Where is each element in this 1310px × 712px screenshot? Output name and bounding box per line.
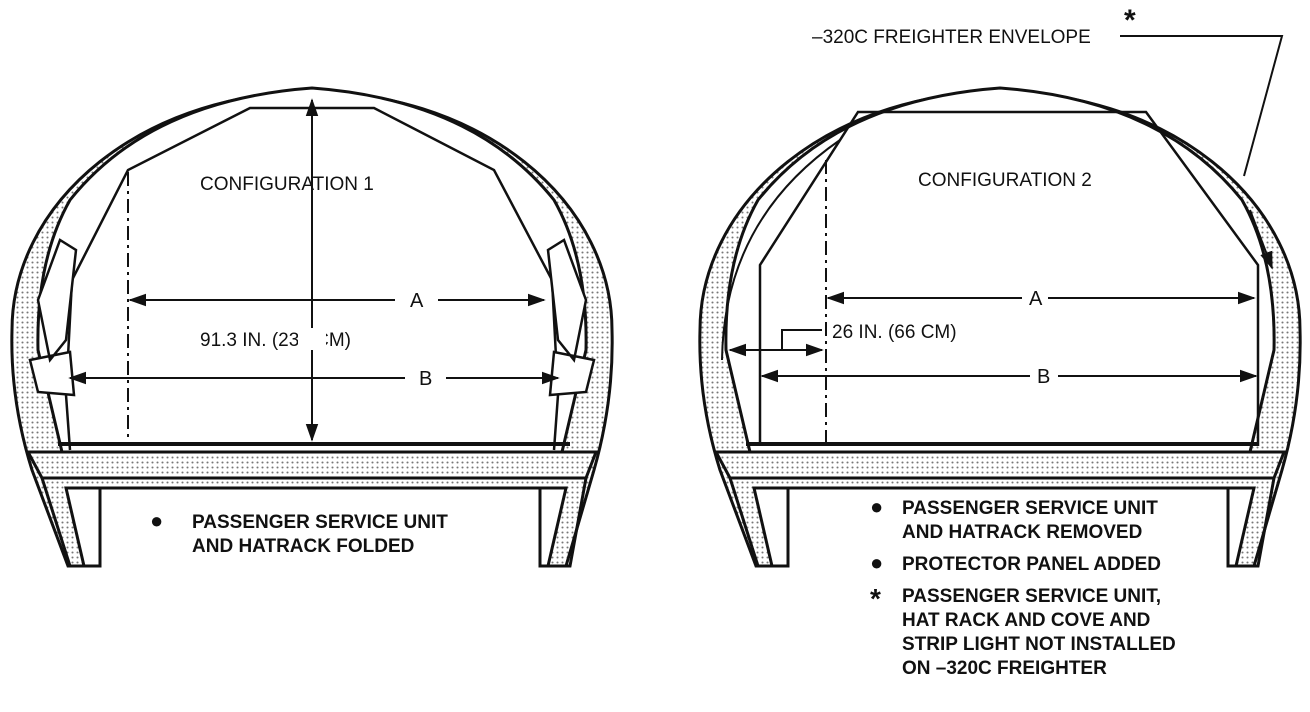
left-note-0-line-0: PASSENGER SERVICE UNIT xyxy=(192,512,448,533)
envelope-leader-arrow xyxy=(1249,209,1273,270)
envelope-asterisk: * xyxy=(1124,4,1136,37)
right-note-2-line-3: ON –320C FREIGHTER xyxy=(902,658,1107,679)
right-note-1-bullet: ● xyxy=(870,550,883,575)
dim-b-label-left: B xyxy=(419,368,432,390)
dim-a-label-left: A xyxy=(410,290,424,312)
right-note-2-line-2: STRIP LIGHT NOT INSTALLED xyxy=(902,634,1176,655)
notes-config-2: ● PASSENGER SERVICE UNIT AND HATRACK REMOV… xyxy=(870,494,1176,679)
config-1-title: CONFIGURATION 1 xyxy=(200,174,374,195)
fuselage-section-config-1 xyxy=(10,86,614,568)
protector-panel-outline xyxy=(758,110,1260,446)
right-note-0-bullet: ● xyxy=(870,494,883,519)
dimensions-config-1 xyxy=(68,98,560,442)
envelope-leader xyxy=(1120,35,1284,177)
right-note-2-line-1: HAT RACK AND COVE AND xyxy=(902,610,1150,631)
freighter-envelope-label: –320C FREIGHTER ENVELOPE xyxy=(812,27,1091,48)
hatrack-right-side xyxy=(546,238,596,397)
width-dimension-label: 26 IN. (66 CM) xyxy=(832,322,957,343)
height-label-gap xyxy=(298,328,326,350)
lower-frame-left xyxy=(40,477,588,568)
right-note-1-line-0: PROTECTOR PANEL ADDED xyxy=(902,554,1161,575)
left-note-0-bullet: ● xyxy=(150,508,163,533)
shell-inner-right xyxy=(724,86,1276,454)
height-dimension-label: 91.3 IN. (232 CM) xyxy=(200,330,351,351)
width-dim-leader xyxy=(781,329,822,350)
hatrack-left-side xyxy=(28,238,78,397)
freighter-envelope-arc xyxy=(721,139,841,361)
lower-frame-right xyxy=(728,477,1276,568)
right-note-2-line-0: PASSENGER SERVICE UNIT, xyxy=(902,586,1161,607)
right-note-0-line-1: AND HATRACK REMOVED xyxy=(902,522,1142,543)
left-note-0-line-1: AND HATRACK FOLDED xyxy=(192,536,414,557)
fuselage-section-config-2 xyxy=(698,86,1302,568)
floor-beam-right xyxy=(713,450,1287,480)
config-2-title: CONFIGURATION 2 xyxy=(918,170,1092,191)
dimensions-config-2 xyxy=(728,35,1284,383)
floor-beam-left xyxy=(25,450,599,480)
notes-config-1: ● PASSENGER SERVICE UNIT AND HATRACK FOLDE… xyxy=(150,508,448,557)
dim-a-label-right: A xyxy=(1029,288,1043,310)
right-note-0-line-0: PASSENGER SERVICE UNIT xyxy=(902,498,1158,519)
dim-b-label-right: B xyxy=(1037,366,1050,388)
right-note-2-bullet: * xyxy=(870,583,881,614)
